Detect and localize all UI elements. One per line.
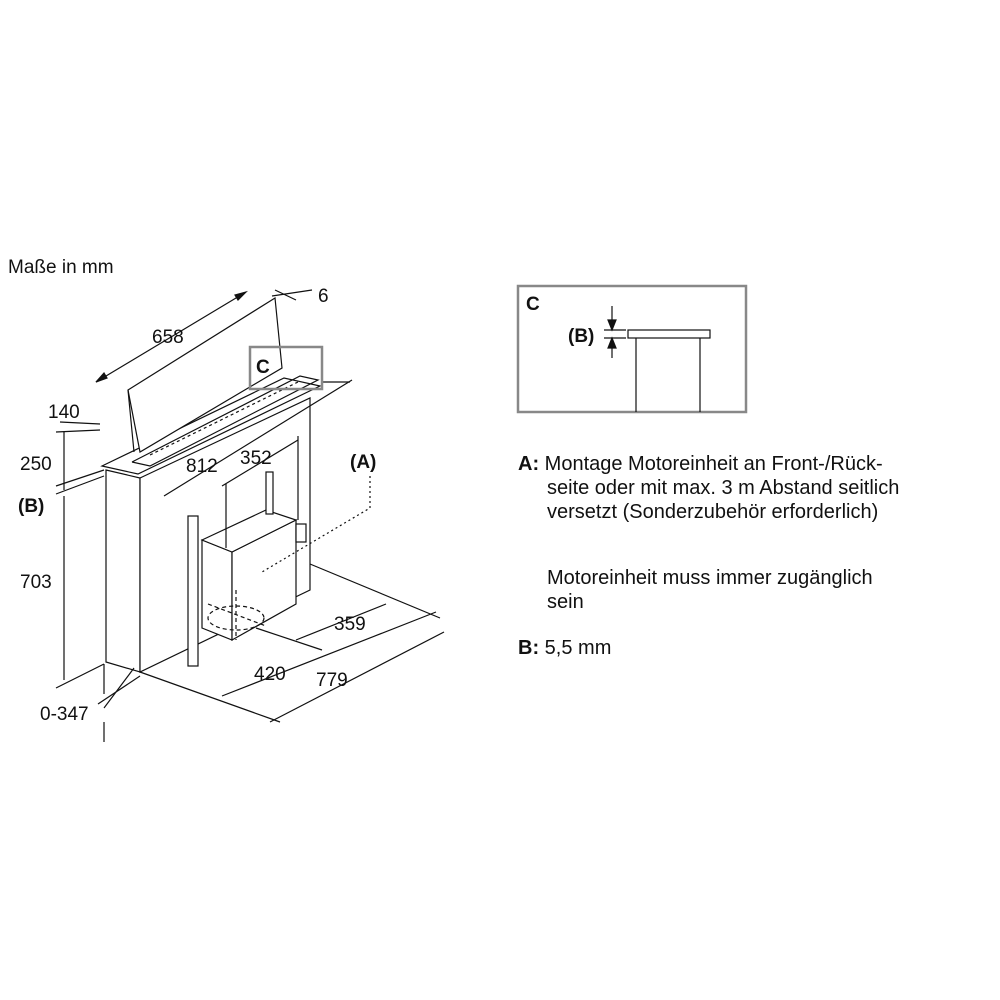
dim-658-label: 658: [152, 327, 184, 348]
dim-adjust-label: 0-347: [40, 704, 89, 725]
dim-779-line: [269, 631, 445, 723]
note-a-key: A:: [518, 453, 540, 475]
dim-359-label: 359: [334, 614, 366, 635]
dim-658-line: [95, 291, 247, 383]
note-a: A: Montage Motoreinheit an Front-/Rück-: [518, 452, 883, 476]
motor-axis-dashed: [207, 603, 267, 627]
dim-359-ext: [255, 627, 323, 651]
motor-outlet-dashed: [207, 605, 265, 631]
dim-420-label: 420: [254, 664, 286, 685]
note-motor-line2: sein: [547, 591, 584, 613]
dim-250-ext: [55, 429, 101, 433]
top-rail: [131, 375, 320, 467]
dim-b-label: (B): [18, 496, 44, 517]
dim-812-line: [163, 379, 353, 497]
motor-front: [201, 539, 233, 641]
dim-779-ext-a: [139, 671, 281, 723]
glass-edge: [127, 389, 135, 453]
note-b-value: 5,5 mm: [544, 637, 612, 659]
dim-6-line: [271, 289, 313, 297]
dim-b-ext-top: [55, 469, 105, 487]
detail-c-marker-box: [248, 345, 324, 391]
body-front-face: [105, 469, 141, 673]
dim-779-label: 779: [316, 670, 348, 691]
dim-420-line: [221, 611, 437, 697]
note-a-line2: seite oder mit max. 3 m Abstand seitlich: [547, 477, 900, 499]
dim-a-label: (A): [350, 452, 376, 473]
note-motor-line1: Motoreinheit muss immer zugänglich: [547, 567, 873, 589]
note-b-key: B:: [518, 637, 540, 659]
dim-140-label: 140: [48, 402, 80, 423]
detail-c-b-label: (B): [568, 326, 594, 347]
detail-c-worktop: [627, 329, 711, 339]
dim-359-line: [295, 603, 387, 641]
leader-A: [261, 476, 371, 573]
dim-140-line: [59, 421, 101, 425]
units-label: Maße in mm: [8, 257, 114, 278]
glass-panel: [127, 296, 283, 453]
dim-703-label: 703: [20, 572, 52, 593]
dim-250-label: 250: [20, 454, 52, 475]
note-b: B: 5,5 mm: [518, 636, 611, 660]
detail-c-title: C: [526, 294, 540, 315]
motor-rod-right: [265, 471, 274, 515]
detail-c-box: [516, 284, 748, 414]
dim-658-arrow-a: [95, 371, 108, 383]
dim-6-ext: [274, 289, 297, 301]
note-a-line3: versetzt (Sonderzubehör erforderlich): [547, 501, 879, 523]
dim-bottom-leader: [103, 667, 135, 709]
dim-adjust-ext: [97, 675, 141, 705]
motor-connector: [295, 523, 307, 543]
detail-c-arrow-bottom: [607, 336, 617, 349]
dim-b-ext-bottom: [55, 475, 105, 495]
motor-rod-left: [187, 515, 199, 667]
dim-352-label: 352: [240, 448, 272, 469]
dim-352-line: [221, 439, 299, 487]
dim-658-arrow-b: [234, 290, 249, 301]
note-a-line1: Montage Motoreinheit an Front-/Rück-: [544, 453, 883, 475]
dim-6-label: 6: [318, 286, 329, 307]
dim-420-ext: [309, 563, 441, 619]
detail-c-arrow-top: [607, 319, 617, 332]
dim-812-label: 812: [186, 456, 218, 477]
detail-c-marker-label: C: [256, 357, 270, 378]
dim-703-ext-bottom: [55, 663, 105, 689]
